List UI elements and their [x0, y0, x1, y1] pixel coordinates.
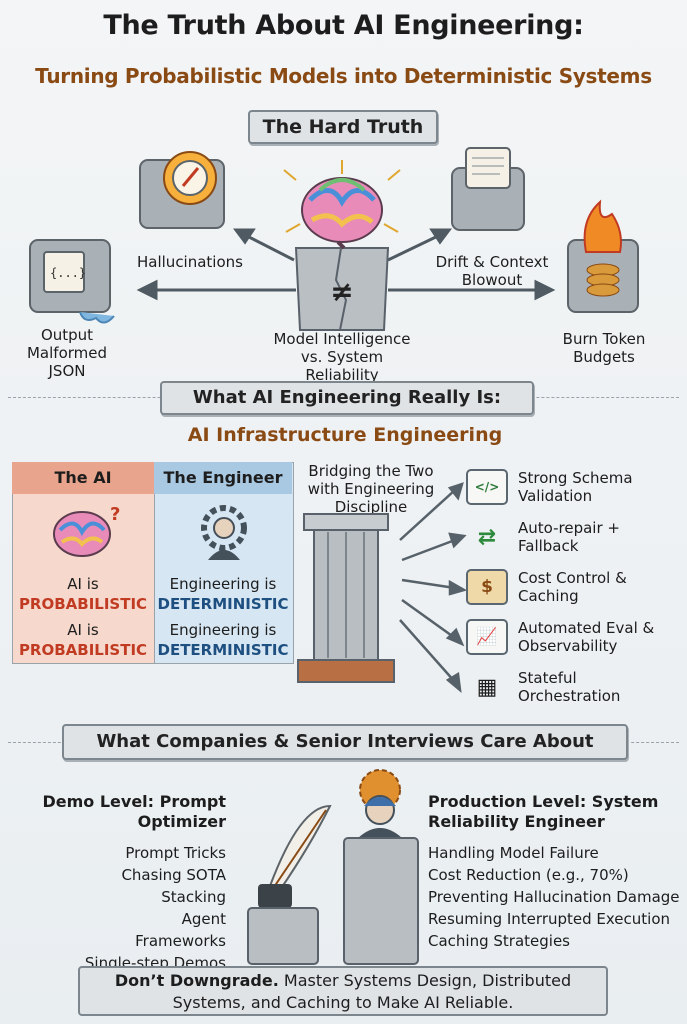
production-block: [343, 837, 419, 965]
svg-text:{...}: {...}: [50, 266, 86, 280]
list-item: ⇄ Auto-repair + Fallback: [466, 512, 681, 562]
footer-bold: Don’t Downgrade.: [114, 971, 279, 990]
footer-text: Master Systems Design, Distributed Syste…: [172, 971, 572, 1012]
production-level-list: Handling Model Failure Cost Reduction (e…: [428, 842, 680, 952]
pillar-illustration: [297, 482, 468, 693]
label-burn-tokens: Burn Token Budgets: [562, 330, 646, 366]
ai-header: The AI: [12, 462, 154, 494]
monitor-chart-icon: 📈: [466, 619, 508, 655]
engineer-statement-2: Engineering is DETERMINISTIC: [154, 620, 292, 660]
list-item: Caching Strategies: [428, 932, 570, 950]
arrow-upleft: [244, 233, 295, 262]
arrow-upright: [387, 233, 441, 262]
compass-cube-icon: [139, 151, 225, 229]
discipline-list: </> Strong Schema Validation ⇄ Auto-repa…: [466, 462, 681, 712]
arrow-upright-head: [429, 228, 452, 245]
not-equal-sign: ≠: [330, 275, 354, 308]
item-label: Automated Eval & Observability: [518, 619, 655, 655]
arrow-left-head: [136, 279, 158, 301]
ai-is-text: AI is: [67, 575, 99, 593]
brain-icon: [283, 160, 401, 250]
scroll-cube-icon: [451, 147, 525, 231]
label-hallucinations: Hallucinations: [137, 253, 243, 271]
hard-truth-illustration: {...}: [29, 147, 639, 331]
demo-level-title: Demo Level: Prompt Optimizer: [42, 792, 226, 831]
list-item: Resuming Interrupted Execution: [428, 910, 671, 928]
ai-statement-2: AI is PROBABILISTIC: [12, 620, 154, 660]
engineer-header: The Engineer: [154, 462, 292, 494]
list-item: Cost Reduction (e.g., 70%): [428, 866, 629, 884]
ai-statement-1: AI is PROBABILISTIC: [12, 574, 154, 614]
levels-illustration: [247, 769, 419, 965]
item-label: Stateful Orchestration: [518, 669, 621, 705]
label-drift: Drift & Context Blowout: [435, 253, 549, 289]
panel-icons: ?: [53, 504, 247, 560]
arrow-right-head: [534, 279, 556, 301]
svg-text:?: ?: [110, 504, 120, 525]
item-label: Auto-repair + Fallback: [518, 519, 620, 555]
demo-level-list: Prompt Tricks Chasing SOTA Stacking Agen…: [40, 842, 226, 974]
hard-truth-banner: The Hard Truth: [248, 110, 438, 144]
label-model-intelligence: Model Intelligence vs. System Reliabilit…: [273, 330, 411, 384]
really-subtitle: AI Infrastructure Engineering: [187, 424, 503, 446]
burning-coins-icon: [567, 199, 639, 313]
deterministic-text: DETERMINISTIC: [157, 595, 289, 613]
demo-block: [247, 907, 319, 965]
item-label: Strong Schema Validation: [518, 469, 633, 505]
center-pillar: [294, 247, 390, 331]
list-item: Stacking Agent Frameworks: [135, 888, 226, 950]
list-item: Preventing Hallucination Damage: [428, 888, 680, 906]
item-label: Cost Control & Caching: [518, 569, 627, 605]
probabilistic-text: PROBABILISTIC: [18, 595, 148, 613]
pillar-capital: [303, 513, 389, 531]
repair-arrows-icon: ⇄: [477, 524, 497, 550]
demo-level-column: Demo Level: Prompt Optimizer Prompt Tric…: [40, 792, 226, 974]
ai-is-text: AI is: [67, 621, 99, 639]
coins-icon: $: [466, 569, 508, 605]
pillar-crack: [334, 247, 348, 331]
production-level-title: Production Level: System Reliability Eng…: [428, 792, 659, 831]
quill-inkwell-icon: [258, 804, 332, 908]
page-subtitle: Turning Probabilistic Models into Determ…: [35, 64, 652, 88]
engineer-panel: [154, 462, 294, 664]
engineer-statement-1: Engineering is DETERMINISTIC: [154, 574, 292, 614]
list-item: 📈 Automated Eval & Observability: [466, 612, 681, 662]
json-cube-icon: {...}: [29, 239, 115, 324]
list-item: Prompt Tricks: [125, 844, 226, 862]
probabilistic-text: PROBABILISTIC: [18, 641, 148, 659]
pillar-base: [297, 659, 395, 683]
small-brain-icon: ?: [53, 504, 120, 557]
list-item: </> Strong Schema Validation: [466, 462, 681, 512]
companies-banner: What Companies & Senior Interviews Care …: [62, 724, 628, 760]
footer-callout: Don’t Downgrade. Master Systems Design, …: [78, 966, 608, 1016]
list-item: Chasing SOTA: [121, 866, 226, 884]
schema-validation-icon: </>: [466, 469, 508, 505]
list-item: $ Cost Control & Caching: [466, 562, 681, 612]
list-item: Handling Model Failure: [428, 844, 599, 862]
engineering-is-text: Engineering is: [169, 621, 277, 639]
flowchart-icon: ▦: [476, 674, 498, 700]
engineer-gear-icon: [201, 505, 247, 560]
arrow-upleft-head: [233, 228, 256, 245]
ai-panel: [12, 462, 156, 664]
engineer-hardhat-icon: [358, 769, 402, 838]
bridging-text: Bridging the Two with Engineering Discip…: [307, 462, 435, 516]
engineering-is-text: Engineering is: [169, 575, 277, 593]
really-is-banner: What AI Engineering Really Is:: [160, 381, 534, 415]
production-level-column: Production Level: System Reliability Eng…: [428, 792, 680, 952]
page-title: The Truth About AI Engineering:: [103, 10, 584, 41]
deterministic-text: DETERMINISTIC: [157, 641, 289, 659]
label-output-json: Output Malformed JSON: [26, 326, 108, 380]
list-item: ▦ Stateful Orchestration: [466, 662, 681, 712]
